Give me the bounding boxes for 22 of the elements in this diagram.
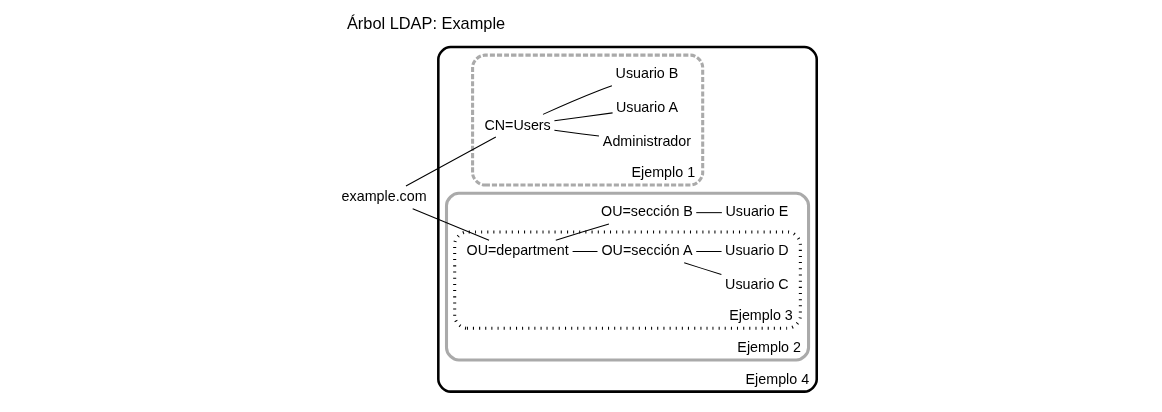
diagram-title: Árbol LDAP: Example [346,14,505,33]
node-text: Usuario E [725,203,788,220]
node-text: CN=Users [483,116,551,133]
node-text: example.com [341,188,427,205]
connector [695,212,722,214]
connector [554,223,609,241]
node-text: Usuario D [724,242,789,259]
node-text: Administrador [602,132,691,149]
connector [695,251,722,252]
connector [411,208,490,241]
node-text: OU=sección A [600,242,692,259]
node-text: OU=department [466,242,569,259]
node-text: Usuario C [724,276,789,293]
connector [553,129,599,137]
connector [683,262,722,275]
node-text: OU=sección B [600,203,693,220]
connector [404,136,496,187]
connector [553,112,613,122]
node-text: Usuario B [615,65,678,82]
connector [571,251,598,252]
node-text: Usuario A [615,99,678,116]
connector [542,85,612,115]
